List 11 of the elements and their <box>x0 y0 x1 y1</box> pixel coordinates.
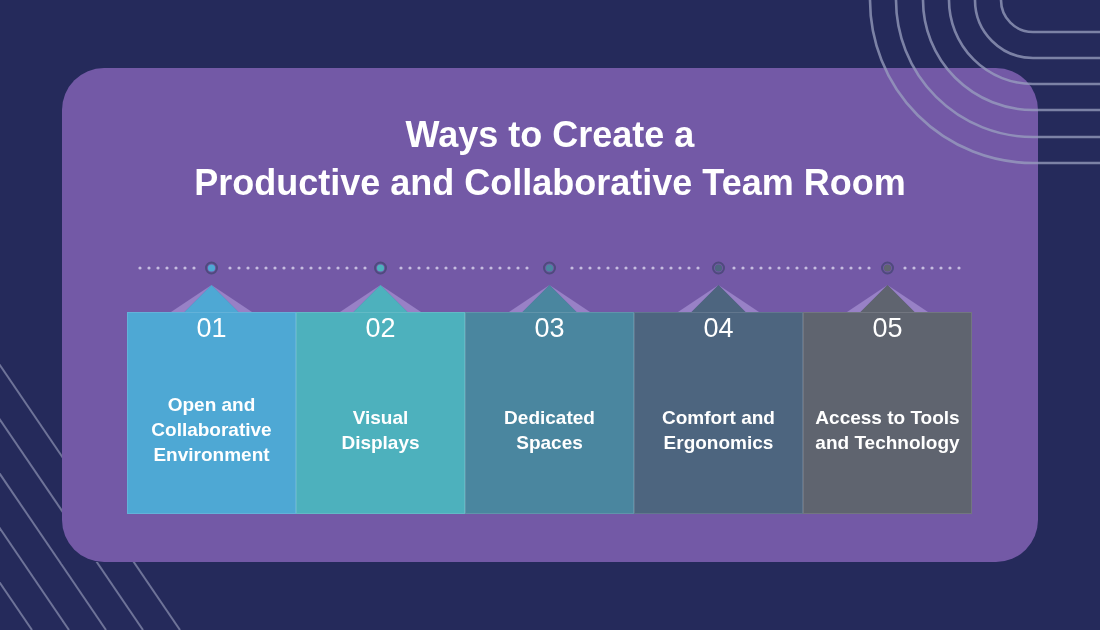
step-title: Visual Displays <box>340 405 421 455</box>
diagram-title: Ways to Create a Productive and Collaborative Team Room <box>193 113 907 205</box>
step-number: 01 <box>195 313 228 343</box>
step-title: Access to Tools and Technology <box>814 405 961 455</box>
step-number: 02 <box>364 313 397 343</box>
step-title: Open and Collaborative Environment <box>150 393 273 467</box>
step-number: 03 <box>533 313 566 343</box>
step-number: 05 <box>871 313 904 343</box>
step-number: 04 <box>702 313 735 343</box>
step-title: Comfort and Ergonomics <box>661 405 776 455</box>
step-title: Dedicated Spaces <box>503 405 596 455</box>
